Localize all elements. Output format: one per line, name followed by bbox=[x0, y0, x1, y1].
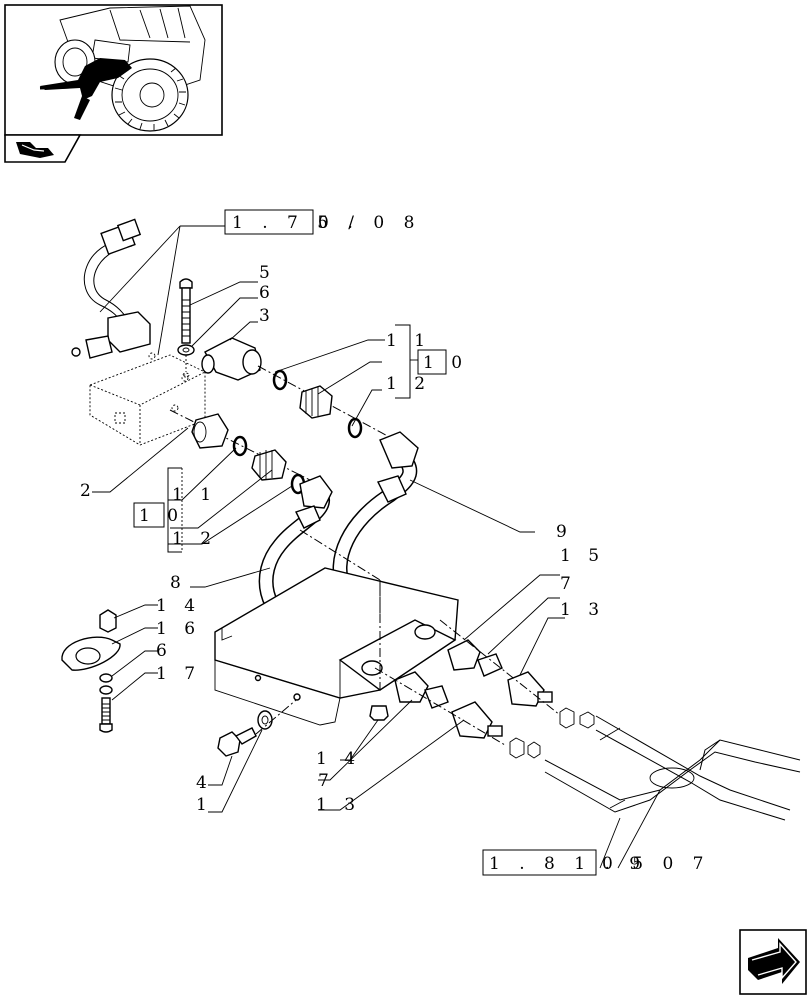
ref-bottom-boxed: 1 . 8 1 . 9 bbox=[489, 854, 647, 874]
box-10b bbox=[133, 502, 165, 528]
callout-10b: 1 0 bbox=[139, 506, 184, 526]
next-page-arrow-icon[interactable] bbox=[739, 929, 807, 995]
ref-bottom[interactable]: 1 . 8 1 . 9 0 5 0 7 bbox=[482, 849, 710, 876]
callout-4: 4 bbox=[196, 773, 213, 793]
bolt-5 bbox=[179, 278, 193, 344]
callout-7b: 7 bbox=[318, 771, 335, 791]
coupler-13-lower bbox=[451, 701, 503, 739]
bent-arrow-icon[interactable] bbox=[4, 134, 82, 163]
adapter-left-2 bbox=[251, 449, 287, 481]
callout-11b: 1 1 bbox=[172, 485, 217, 505]
nut-14b bbox=[99, 609, 117, 633]
ref-top[interactable]: 1 . 7 5 . 0 / 0 8 bbox=[224, 209, 421, 235]
callout-12b: 1 2 bbox=[172, 529, 217, 549]
ref-top-rest: 0 / 0 8 bbox=[318, 213, 421, 233]
callout-3: 3 bbox=[259, 306, 276, 326]
callout-14: 1 4 bbox=[156, 596, 201, 616]
washer-1 bbox=[257, 710, 273, 730]
callout-1: 1 bbox=[196, 795, 213, 815]
callout-13b: 1 3 bbox=[316, 795, 361, 815]
o-ring-12 bbox=[347, 417, 363, 439]
callout-8: 8 bbox=[170, 573, 187, 593]
box-10 bbox=[417, 349, 447, 375]
bolt-4 bbox=[217, 727, 257, 757]
callout-5: 5 bbox=[259, 263, 276, 283]
callout-11: 1 1 bbox=[386, 331, 431, 351]
nut-14 bbox=[369, 705, 389, 721]
callout-6: 6 bbox=[259, 283, 276, 303]
valve-block-assembly bbox=[71, 218, 206, 446]
callout-7: 7 bbox=[560, 574, 577, 594]
callout-16: 1 6 bbox=[156, 619, 201, 639]
ref-top-boxed: 1 . 7 5 . bbox=[232, 213, 360, 233]
callout-13: 1 3 bbox=[560, 600, 605, 620]
washer-6 bbox=[177, 344, 195, 356]
coupler-7-lower bbox=[394, 671, 449, 709]
callout-2: 2 bbox=[80, 481, 97, 501]
callout-14b: 1 4 bbox=[316, 749, 361, 769]
callout-15: 1 5 bbox=[560, 546, 605, 566]
elbow-fitting-3 bbox=[201, 337, 262, 381]
callout-10: 1 0 bbox=[423, 353, 468, 373]
callout-6b: 6 bbox=[156, 641, 173, 661]
tractor-thumbnail-icon[interactable] bbox=[4, 4, 223, 136]
ref-bottom-rest: 0 5 0 7 bbox=[602, 854, 710, 874]
callout-17: 1 7 bbox=[156, 664, 201, 684]
coupler-7-upper bbox=[447, 639, 503, 677]
o-ring-11 bbox=[272, 369, 288, 391]
coupler-13-upper bbox=[507, 671, 553, 707]
pipe-assembly bbox=[509, 707, 801, 821]
clamp-parts bbox=[61, 609, 121, 733]
mounting-bracket bbox=[214, 567, 459, 726]
callout-12: 1 2 bbox=[386, 374, 431, 394]
adapter-left bbox=[191, 413, 229, 449]
adapter-12 bbox=[299, 385, 333, 419]
callout-9: 9 bbox=[556, 522, 573, 542]
